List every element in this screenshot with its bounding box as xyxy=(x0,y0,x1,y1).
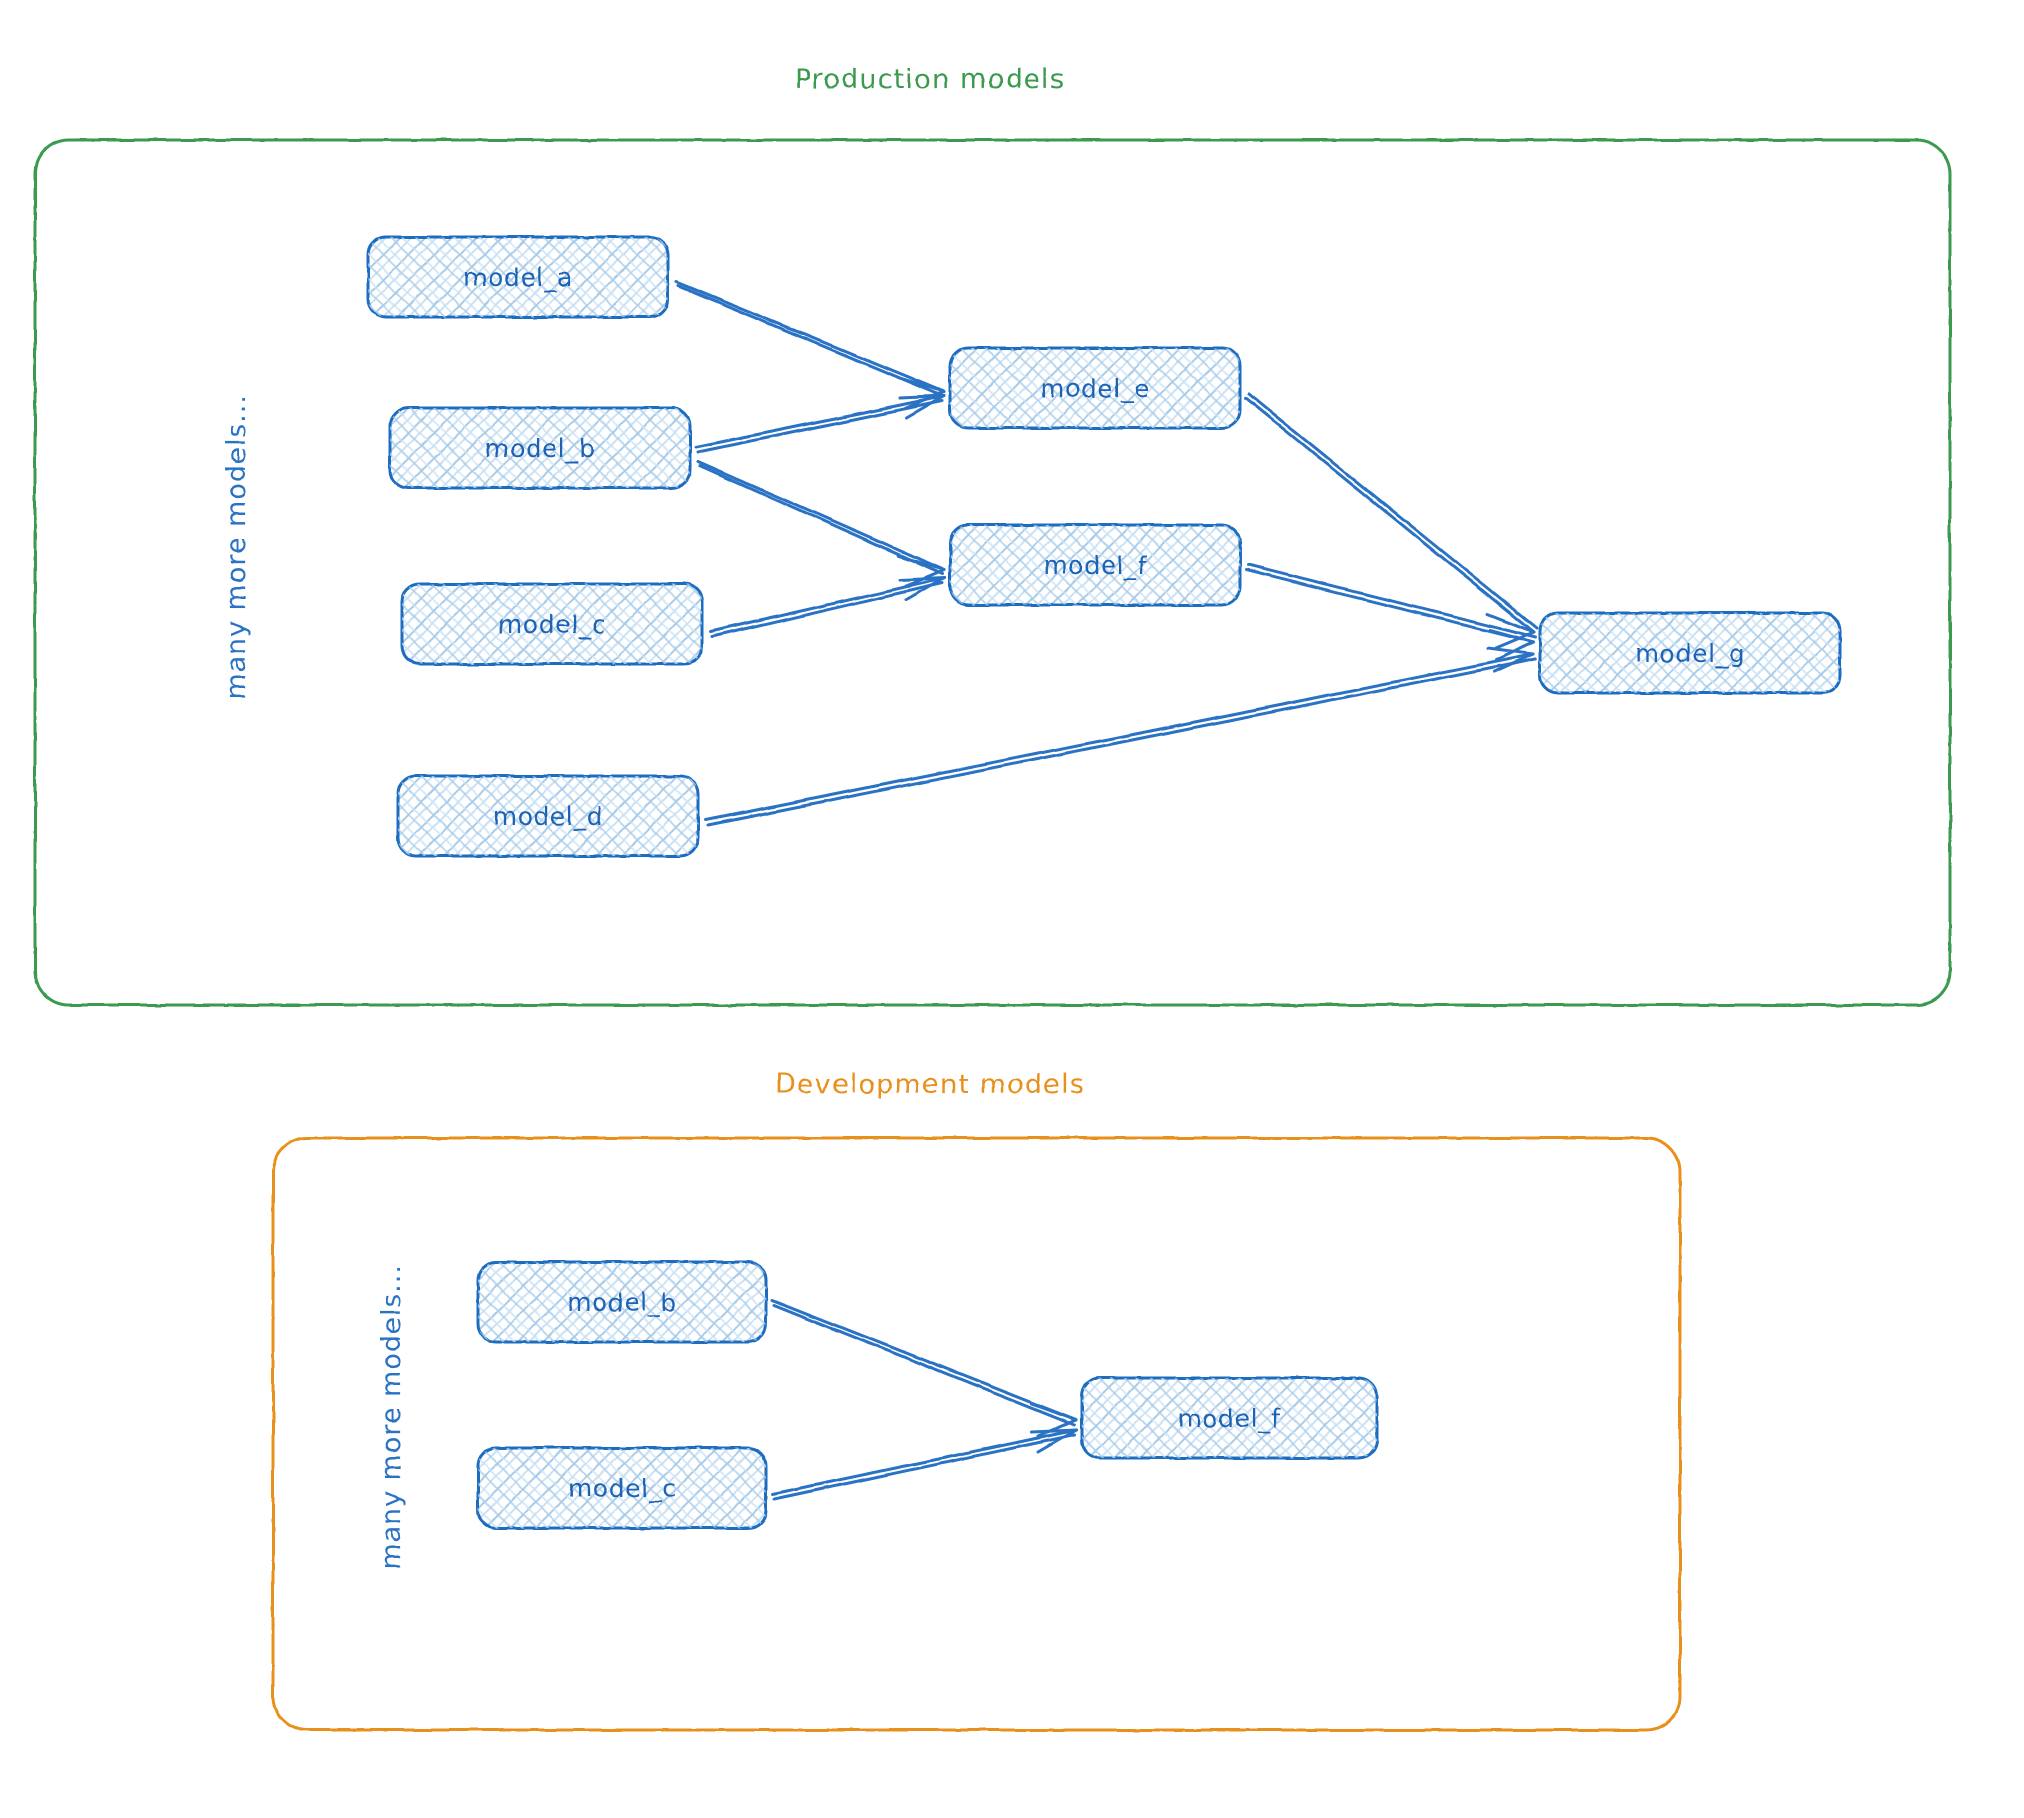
node-hatch-overlay xyxy=(950,348,1240,428)
node-dev-model-f[interactable]: model_f xyxy=(1080,1376,1379,1460)
node-hatch-overlay xyxy=(478,1448,766,1528)
edge-model-e-to-model-g xyxy=(1244,392,1539,650)
node-prod-model-f[interactable]: model_f xyxy=(948,523,1242,607)
development-group-title: Development models xyxy=(775,1069,1085,1100)
group-development: Development models many more models... xyxy=(271,1069,1682,1732)
node-hatch-overlay xyxy=(478,1262,766,1342)
node-prod-model-g[interactable]: model_g xyxy=(1538,611,1842,695)
edge-model-b-to-model-f xyxy=(696,460,946,588)
production-group-title: Production models xyxy=(795,64,1066,95)
node-label: model_f xyxy=(1043,551,1147,580)
production-side-label: many more models... xyxy=(221,394,252,700)
node-label: model_b xyxy=(567,1288,677,1317)
node-label: model_a xyxy=(463,263,573,292)
nodes: model_a model_b model_c model_d mode xyxy=(366,235,1842,1530)
edge-dev-model-c-to-model-f xyxy=(770,1428,1078,1501)
node-label: model_c xyxy=(498,610,606,639)
node-hatch-overlay xyxy=(1540,613,1840,693)
edge-model-d-to-model-g xyxy=(704,646,1538,827)
node-prod-model-a[interactable]: model_a xyxy=(366,235,670,319)
node-dev-model-b[interactable]: model_b xyxy=(476,1260,768,1344)
node-hatch-overlay xyxy=(950,525,1240,605)
group-production: Production models many more models... xyxy=(33,64,1952,1007)
development-side-label: many more models... xyxy=(376,1264,407,1570)
node-prod-model-c[interactable]: model_c xyxy=(400,582,704,666)
development-group-border xyxy=(271,1136,1682,1732)
node-label: model_b xyxy=(485,434,595,463)
edge-dev-model-b-to-model-f xyxy=(770,1298,1078,1438)
node-label: model_e xyxy=(1040,374,1150,403)
node-label: model_d xyxy=(493,802,603,831)
node-hatch-overlay xyxy=(390,408,690,488)
node-dev-model-c[interactable]: model_c xyxy=(476,1446,768,1530)
node-label: model_g xyxy=(1635,639,1745,668)
node-label: model_c xyxy=(568,1474,676,1503)
node-hatch-overlay xyxy=(402,584,702,664)
edges xyxy=(674,280,1539,1501)
edge-model-c-to-model-f xyxy=(708,576,946,639)
node-hatch-overlay xyxy=(1082,1378,1377,1458)
node-prod-model-e[interactable]: model_e xyxy=(948,346,1242,430)
edge-model-a-to-model-e xyxy=(674,280,946,410)
node-prod-model-d[interactable]: model_d xyxy=(396,774,700,858)
node-hatch-overlay xyxy=(398,776,698,856)
node-label: model_f xyxy=(1177,1404,1281,1433)
node-hatch-overlay xyxy=(368,237,668,317)
edge-model-b-to-model-e xyxy=(694,394,946,454)
edge-model-f-to-model-g xyxy=(1244,563,1538,662)
node-prod-model-b[interactable]: model_b xyxy=(388,406,692,490)
production-group-border xyxy=(33,138,1952,1007)
